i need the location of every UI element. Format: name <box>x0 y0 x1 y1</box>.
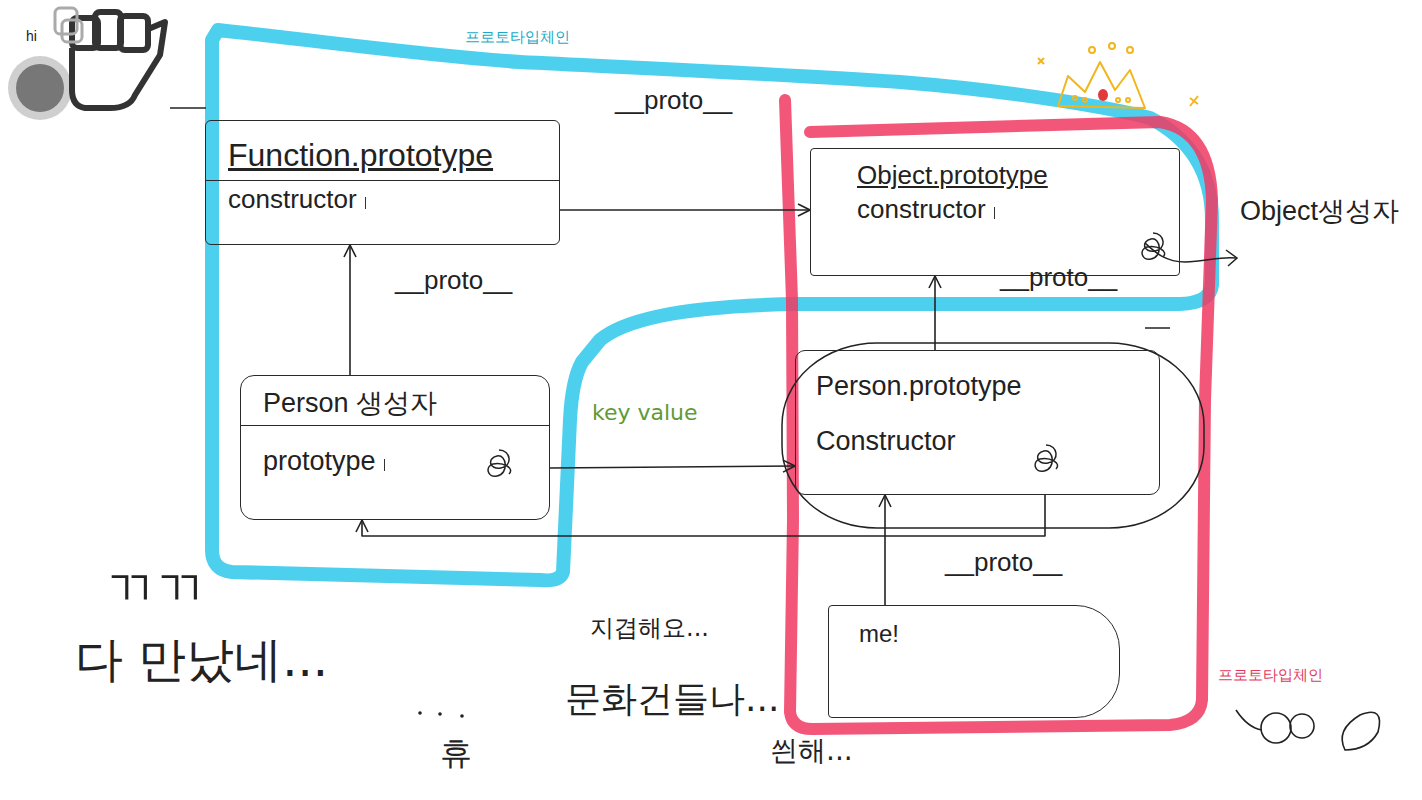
leader-arrowhead <box>1226 250 1237 266</box>
title-row: Object.prototype <box>811 161 1179 191</box>
cursor-bar <box>384 459 385 471</box>
chain-title: 프로토타입체인 <box>1218 666 1323 683</box>
handwritten-note: 지겹해요... <box>590 615 709 643</box>
oval-outline <box>782 343 1204 528</box>
box-title: Person.prototype <box>816 371 1022 402</box>
handwritten-note: 문화건들나... <box>565 678 779 719</box>
cyan-chain-outline <box>212 30 1212 580</box>
hand-doodle-light <box>55 8 82 42</box>
title-row: me! <box>829 620 1119 648</box>
hand-doodle <box>72 12 165 108</box>
proto-arrow <box>934 276 936 350</box>
handwritten-note: 휴 <box>440 735 472 772</box>
field-row: constructor <box>811 195 1179 225</box>
red-chain-outline <box>785 100 1212 729</box>
edge-label: __proto__ <box>615 86 732 116</box>
edge-label: __proto__ <box>395 266 512 296</box>
proto-arrow <box>362 495 1045 536</box>
knot-doodle <box>479 444 519 484</box>
title-row: Person.prototype <box>796 371 1159 402</box>
box-title: Person 생성자 <box>263 388 437 419</box>
person-constructor-box: Person 생성자 prototype <box>240 375 550 520</box>
cursor-bar <box>994 207 995 219</box>
instance-box: me! <box>828 605 1120 718</box>
field-row: prototype <box>241 446 549 477</box>
handwritten-note: 다 만났네... <box>75 632 328 687</box>
person-prototype-box: Person.prototypeConstructor <box>795 350 1160 495</box>
cursor-bar <box>365 197 366 209</box>
edge-label: __proto__ <box>945 548 1062 578</box>
greeting-text: hi <box>26 28 37 44</box>
stray-line <box>1145 327 1170 329</box>
knot-doodle <box>1026 439 1066 479</box>
crown-doodle <box>1038 43 1198 108</box>
stray-line <box>170 107 206 109</box>
handwritten-note: ㄲㄲ <box>105 560 205 618</box>
field-name: constructor <box>228 185 357 215</box>
field-name: constructor <box>857 195 986 225</box>
crown-jewel <box>1098 89 1108 101</box>
doodle-dot <box>16 64 64 112</box>
knot-doodle <box>1133 227 1173 267</box>
field-name: prototype <box>263 446 376 477</box>
edge-label: key value <box>592 400 698 425</box>
field-name: Constructor <box>816 426 956 457</box>
scribble-doodle <box>1236 710 1380 750</box>
object-prototype-box: Object.prototype constructor <box>810 148 1180 276</box>
proto-arrow <box>349 245 351 375</box>
dots-doodle <box>418 711 464 718</box>
title-row: Person 생성자 <box>241 388 549 426</box>
title-row: Function.prototype <box>206 137 559 181</box>
box-title: Object.prototype <box>857 161 1048 191</box>
field-row: Constructor <box>796 426 1159 457</box>
proto-arrow <box>560 209 810 211</box>
function-prototype-box: Function.prototype constructor <box>205 120 560 245</box>
chain-title: 프로토타입체인 <box>465 28 570 45</box>
constructor-label: Object생성자 <box>1240 196 1405 227</box>
proto-arrow <box>550 466 795 468</box>
handwritten-note: 씐해... <box>770 735 853 767</box>
box-title: me! <box>859 620 899 648</box>
doodle-halo <box>8 56 72 120</box>
field-row: constructor <box>206 185 559 215</box>
edge-label: __proto__ <box>1000 263 1117 293</box>
box-title: Function.prototype <box>228 137 493 174</box>
proto-arrow <box>884 495 886 605</box>
